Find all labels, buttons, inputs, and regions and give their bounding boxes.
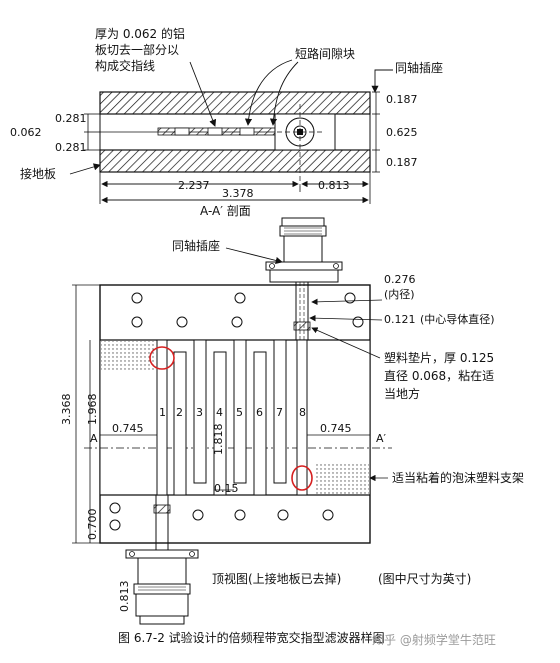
resonator-number-6: 6 (256, 406, 263, 419)
dim-left-top: 0.281 (55, 112, 87, 125)
dim-finger-len: 1.818 (212, 424, 225, 456)
section-title: A-A′ 剖面 (200, 204, 251, 218)
top-coax-connector (265, 217, 343, 283)
view-caption: 顶视图(上接地板已去掉) (212, 571, 341, 586)
resonator-number-4: 4 (216, 406, 223, 419)
resonator-number-3: 3 (196, 406, 203, 419)
aluminum-label-1: 厚为 0.062 的铝 (95, 26, 185, 41)
spacer-label-2: 直径 0.068，粘在适 (384, 368, 494, 383)
foam-left (101, 341, 156, 371)
foam-label: 适当粘着的泡沫塑料支架 (392, 470, 524, 485)
aluminum-label-2: 板切去一部分以 (95, 42, 179, 57)
dim-bottom-offset: 0.700 (86, 509, 99, 541)
bottom-coax-connector (125, 549, 199, 625)
dim-right-top: 0.187 (386, 93, 418, 106)
foam-right (316, 464, 369, 494)
resonator-numbers: 1 2 3 4 5 6 7 8 (159, 406, 306, 419)
dim-right-mid: 0.625 (386, 126, 418, 139)
dim-left-offset: 0.745 (112, 422, 144, 435)
bottom-ground-plate (99, 149, 371, 173)
resonator-8 (296, 339, 308, 496)
section-view: 厚为 0.062 的铝 板切去一部分以 构成交指线 短路间隙块 同轴插座 0.2… (10, 26, 443, 218)
dim-gap: 0.15 (214, 482, 239, 495)
coax-top-label: 同轴插座 (395, 60, 443, 75)
mounting-holes (109, 292, 364, 531)
resonator-number-1: 1 (159, 406, 166, 419)
plastic-spacer (293, 321, 311, 331)
dim-right-bottom: 0.187 (386, 156, 418, 169)
dim-bottom-a: 2.237 (178, 179, 210, 192)
dim-bottom-total: 3.378 (222, 187, 254, 200)
inner-dim: 0.276 (384, 273, 416, 286)
dim-inner-height: 1.968 (86, 394, 99, 426)
resonator-3 (193, 339, 207, 484)
ground-plate-label: 接地板 (20, 166, 56, 181)
dim-overall-height: 3.368 (60, 394, 73, 426)
resonator-array (156, 339, 308, 496)
watermark: 知乎 @射频学堂牛范旺 (372, 632, 496, 647)
resonator-1 (156, 339, 168, 496)
dim-bottom-b: 0.813 (318, 179, 350, 192)
dim-left-total: 0.062 (10, 126, 42, 139)
section-mark-a: A (90, 432, 98, 445)
units-caption: (图中尺寸为英寸) (378, 571, 471, 586)
resonator-number-2: 2 (176, 406, 183, 419)
resonator-2 (173, 351, 187, 496)
resonator-4 (213, 351, 227, 496)
spacer-label-1: 塑料垫片，厚 0.125 (384, 350, 494, 365)
conductor-dim: 0.121 (384, 313, 416, 326)
top-view: 同轴插座 (60, 217, 524, 625)
red-highlight-bottom (291, 465, 313, 491)
resonator-5 (233, 339, 247, 484)
inner-label: (内径) (384, 287, 415, 301)
short-block-label: 短路间隙块 (295, 46, 355, 61)
coax-label: 同轴插座 (172, 238, 220, 253)
resonator-number-5: 5 (236, 406, 243, 419)
conductor-label: (中心导体直径) (420, 312, 495, 326)
figure-caption: 图 6.7-2 试验设计的倍频程带宽交指型滤波器样图 (118, 630, 385, 645)
resonator-7 (273, 339, 287, 484)
spacer-label-3: 当地方 (384, 386, 420, 401)
top-ground-plate (99, 91, 371, 115)
section-mark-a-prime: A′ (376, 432, 387, 445)
dim-coax-offset: 0.813 (118, 581, 131, 613)
dim-left-bottom: 0.281 (55, 141, 87, 154)
red-highlight-top (149, 346, 175, 370)
resonator-6 (253, 351, 267, 496)
resonator-number-8: 8 (299, 406, 306, 419)
resonator-number-7: 7 (276, 406, 283, 419)
dim-right-offset: 0.745 (320, 422, 352, 435)
aluminum-label-3: 构成交指线 (95, 58, 155, 73)
